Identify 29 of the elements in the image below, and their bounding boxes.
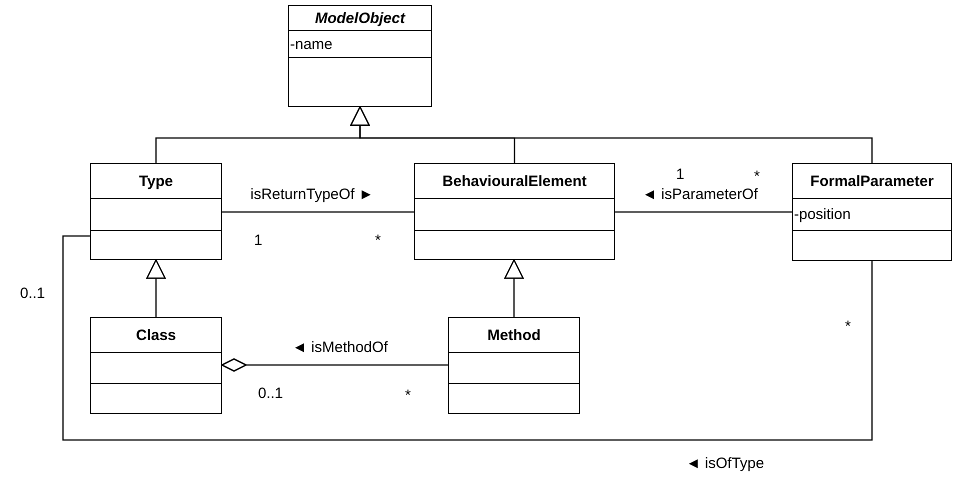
generalization-arrow	[146, 259, 166, 317]
multiplicity-label: *	[845, 318, 851, 335]
class-box	[90, 317, 222, 414]
class-name: BehaviouralElement	[442, 172, 587, 190]
multiplicity-label: 1	[254, 232, 262, 249]
multiplicity-label: *	[375, 232, 381, 249]
multiplicity-label: 0..1	[20, 285, 46, 302]
generalization-arrow	[504, 259, 524, 317]
multiplicity-label: 0..1	[258, 385, 284, 402]
attribute-text: -position	[793, 206, 851, 223]
generalization-arrow	[350, 106, 873, 163]
class-name: Type	[139, 172, 173, 190]
class-box	[792, 163, 952, 261]
association-line	[62, 235, 873, 441]
class-name: Class	[136, 326, 176, 344]
multiplicity-label: *	[405, 387, 411, 404]
association-line	[222, 211, 414, 213]
class-box	[414, 163, 615, 260]
class-name: FormalParameter	[810, 172, 934, 190]
multiplicity-label: *	[754, 168, 760, 185]
attribute-text: -name	[289, 36, 333, 52]
class-name: Method	[487, 326, 541, 344]
class-box	[288, 5, 432, 107]
aggregation-line	[221, 358, 448, 372]
class-box	[448, 317, 580, 414]
class-name: ModelObject	[314, 10, 405, 26]
class-box	[90, 163, 222, 260]
association-line	[615, 211, 792, 213]
multiplicity-label: 1	[676, 166, 684, 183]
